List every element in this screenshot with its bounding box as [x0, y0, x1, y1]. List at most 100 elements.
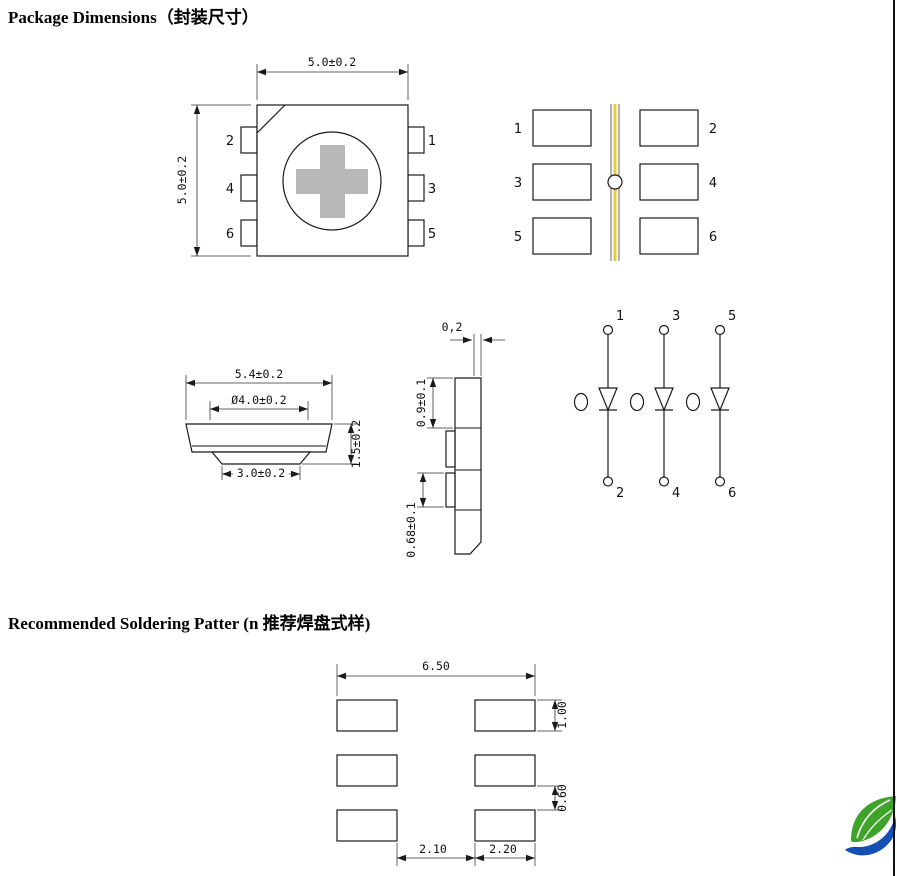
dim-label-lower-height: 0.68±0.1	[404, 502, 418, 557]
dim-label-lens-diameter: Ø4.0±0.2	[231, 393, 286, 407]
dim-label-pad-height: 1.00	[555, 701, 569, 729]
dim-label-col-gap: 2.10	[419, 842, 447, 856]
dim-label-left-height: 5.0±0.2	[175, 156, 189, 204]
pin-number: 3	[514, 176, 522, 191]
dim-label-row-gap: 0.60	[555, 784, 569, 812]
pin-terminal	[714, 476, 726, 487]
pin-terminal	[602, 324, 614, 336]
bottom-pad-6	[639, 217, 699, 255]
pin-number: 2	[226, 134, 234, 149]
package-side-profile	[185, 423, 333, 453]
pin-number: 1	[616, 309, 624, 324]
solder-pad	[336, 699, 398, 732]
pin-number: 6	[728, 486, 736, 501]
diode-symbol-3: 5 6	[685, 309, 736, 501]
top-view-drawing: 5.0±0.2 5.0±0.2 2 4 6 1 3 5	[175, 55, 436, 257]
diode-triangle	[654, 387, 674, 412]
section-title-package-dimensions: Package Dimensions（封装尺寸）	[8, 8, 259, 27]
pin-number: 5	[728, 309, 736, 324]
dim-label-pad-width: 2.20	[489, 842, 517, 856]
pin-lead-3	[407, 174, 425, 202]
pin-number: 3	[428, 182, 436, 197]
dim-label-base-width: 3.0±0.2	[237, 466, 285, 480]
diode-triangle	[710, 387, 730, 412]
dim-top-width: 5.0±0.2	[256, 55, 409, 100]
dim-label-top-width: 5.0±0.2	[308, 55, 356, 69]
pin-number: 6	[226, 227, 234, 242]
pin-lead-6	[240, 219, 258, 247]
led-emitter-mark	[629, 392, 645, 412]
dim-lead-thickness: 0,2	[442, 320, 505, 376]
bottom-pad-2	[639, 109, 699, 147]
pin-number: 2	[616, 486, 624, 501]
pin-lead-4	[240, 174, 258, 202]
section-view-drawing: 0,2 0.9±0.1 0.68±0.1	[404, 320, 505, 558]
lead-bump-upper	[445, 430, 456, 468]
pin-number: 2	[709, 122, 717, 137]
dim-base-width: 3.0±0.2	[221, 466, 301, 480]
solder-pad	[336, 754, 398, 787]
dim-left-height: 5.0±0.2	[175, 104, 251, 257]
solder-pad	[336, 809, 398, 842]
logo-swoosh-icon	[845, 816, 896, 856]
solder-pattern-drawing: 6.50 1.00 0.60 2.10 2.20	[336, 659, 569, 866]
led-emitter-mark	[573, 392, 589, 412]
solder-pad	[474, 754, 536, 787]
pin-number: 5	[428, 227, 436, 242]
logo-leaf-vein	[856, 799, 891, 839]
pin-number: 5	[514, 230, 522, 245]
pin-terminal	[602, 476, 614, 487]
dim-label-pattern-width: 6.50	[422, 659, 450, 673]
solder-pad	[474, 809, 536, 842]
dim-label-side-width: 5.4±0.2	[235, 367, 283, 381]
pin-terminal	[658, 324, 670, 336]
diode-triangle	[598, 387, 618, 412]
dim-label-backing	[233, 467, 289, 480]
diode-symbol-2: 3 4	[629, 309, 680, 501]
bottom-pad-4	[639, 163, 699, 201]
bottom-view-drawing: 1 3 5 2 4 6	[514, 104, 717, 261]
company-logo	[845, 796, 896, 856]
pin-lead-1	[407, 126, 425, 154]
dim-label-lead-thickness: 0,2	[442, 320, 463, 334]
dim-lower-height: 0.68±0.1	[404, 472, 444, 558]
pin-number: 1	[514, 122, 522, 137]
dim-pad-height: 1.00	[537, 699, 569, 732]
chip-pad-vertical	[320, 145, 345, 218]
dim-label-side-height: 1.5±0.2	[349, 420, 363, 468]
dim-bottom-widths: 2.10 2.20	[396, 842, 536, 866]
bottom-pad-5	[532, 217, 592, 255]
circuit-schematic: 1 2 3 4 5	[573, 309, 736, 501]
page-border-right	[893, 0, 895, 876]
package-section-profile	[454, 377, 482, 555]
bottom-pad-1	[532, 109, 592, 147]
center-hole	[607, 174, 623, 190]
dim-upper-height: 0.9±0.1	[414, 377, 453, 429]
pin-number: 6	[709, 230, 717, 245]
pin-number: 4	[672, 486, 680, 501]
section-title-soldering-pattern: Recommended Soldering Patter (n 推荐焊盘式样)	[8, 614, 371, 633]
dim-side-height: 1.5±0.2	[302, 420, 363, 468]
corner-chamfer-mark	[256, 104, 286, 134]
pin-lead-2	[240, 126, 258, 154]
side-view-drawing: 5.4±0.2 Ø4.0±0.2 3.0±0.2	[185, 367, 363, 480]
pin-lead-5	[407, 219, 425, 247]
dim-row-gap: 0.60	[537, 784, 569, 812]
dim-lens-diameter: Ø4.0±0.2	[209, 393, 309, 420]
pin-number: 4	[226, 182, 234, 197]
package-base-profile	[210, 451, 312, 465]
lead-bump-lower	[445, 472, 456, 508]
pin-number: 3	[672, 309, 680, 324]
pin-terminal	[658, 476, 670, 487]
dim-side-width: 5.4±0.2	[185, 367, 333, 420]
diode-symbol-1: 1 2	[573, 309, 624, 501]
logo-leaf-vein-2	[862, 809, 893, 841]
pin-number: 1	[428, 134, 436, 149]
dim-pattern-width: 6.50	[336, 659, 536, 696]
logo-leaf-icon	[851, 796, 896, 843]
bottom-pad-3	[532, 163, 592, 201]
dim-label-upper-height: 0.9±0.1	[414, 379, 428, 428]
pin-number: 4	[709, 176, 717, 191]
